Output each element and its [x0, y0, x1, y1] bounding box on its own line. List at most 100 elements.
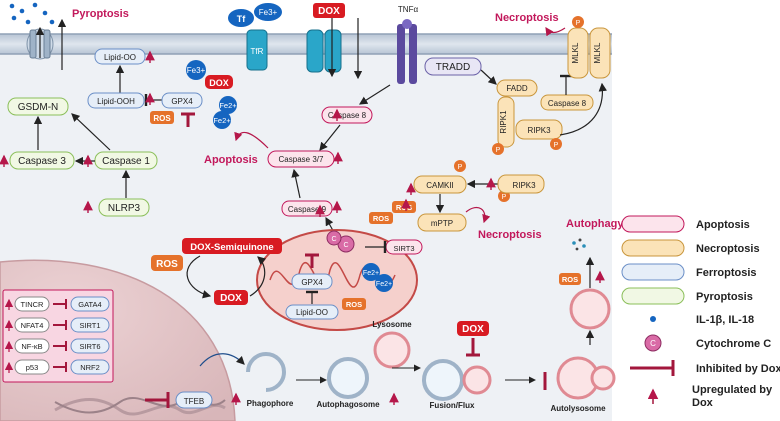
nucleus-regulators-box [2, 289, 114, 383]
apoptosis-title: Apoptosis [204, 154, 258, 166]
legend-pyroptosis: Pyroptosis [696, 291, 753, 303]
gsdm-n-node [7, 97, 69, 116]
caspase1-label: Caspase 1 [102, 156, 150, 167]
ripk1-label: RIPK1 [499, 110, 508, 134]
fusion-lysosome [462, 365, 492, 395]
svg-text:C: C [343, 242, 348, 249]
fe3-tf-node [254, 3, 282, 21]
dox-semiquinone-badge [182, 238, 282, 254]
ripk3-top-node [515, 119, 563, 140]
fusion-label: Fusion/Flux [430, 401, 475, 410]
tradd-node [424, 57, 482, 76]
upregulated-arrows [0, 50, 605, 405]
tf-node [228, 9, 254, 27]
dox-semiquinone-label: DOX-Semiquinone [190, 242, 273, 253]
ros-mptp1-label: ROS [396, 203, 412, 212]
il-dots [9, 2, 55, 25]
ripk3-mid-label: RIPK3 [512, 181, 536, 190]
legend-ferroptosis-swatch [621, 263, 685, 281]
legend-cytc: Cytochrome C [696, 338, 771, 350]
legend-pyroptosis-swatch [621, 287, 685, 305]
dox-badge-top-label: DOX [209, 78, 229, 88]
ros-left-badge [151, 255, 183, 271]
svg-text:Fe2+: Fe2+ [363, 270, 379, 277]
mlkl-b-node [589, 27, 611, 79]
tf-label: Tf [237, 14, 246, 24]
lipid-ooh-label: Lipid-OOH [97, 97, 135, 106]
tfeb-node [175, 391, 213, 409]
caspase8-right-label: Caspase 8 [548, 99, 587, 108]
autophagy-title: Autophagy [566, 218, 624, 230]
legend-necroptosis-swatch [621, 239, 685, 257]
lysosome [373, 331, 411, 369]
regulator-right-node [70, 296, 110, 312]
mlkl-b-label: MLKL [593, 42, 602, 63]
ros-top-badge [150, 111, 174, 124]
autophagosome-label: Autophagosome [316, 400, 380, 409]
legend-ferroptosis: Ferroptosis [696, 267, 757, 279]
ros-mito-bottom-badge [342, 298, 366, 310]
regulator-right-label: GATA4 [78, 300, 101, 309]
svg-text:C: C [650, 339, 656, 348]
pyroptosis-title: Pyroptosis [72, 8, 129, 20]
autophagy-vesicle-top [569, 288, 611, 330]
gpx4-mito-node [291, 273, 333, 290]
caspase9-label: Caspase 9 [288, 205, 327, 214]
fe2-b-label: Fe2+ [213, 116, 231, 125]
autophagy-debris [572, 238, 586, 251]
gsdm-n-label: GSDM-N [18, 102, 59, 113]
autophagosome [327, 357, 369, 399]
dna-strand [54, 398, 226, 416]
caspase8-mid-label: Caspase 8 [328, 111, 367, 120]
fe3-tf-label: Fe3+ [259, 8, 278, 17]
legend-apoptosis: Apoptosis [696, 219, 750, 231]
legend-il-dot [650, 316, 656, 322]
ros-top-label: ROS [153, 114, 171, 123]
regulator-right-node [70, 338, 110, 354]
dox-flux-label: DOX [462, 324, 484, 335]
fe2-a-label: Fe2+ [219, 101, 237, 110]
fe2-b-circle [213, 111, 231, 129]
necroptosis-top-title: Necroptosis [495, 12, 559, 24]
regulator-right-label: NRF2 [80, 363, 100, 372]
dox-top-label: DOX [318, 6, 340, 17]
regulator-left-label: NFAT4 [21, 321, 44, 330]
regulator-right-label: SIRT6 [79, 342, 100, 351]
regulator-right-node [70, 359, 110, 375]
phagophore-label: Phagophore [247, 399, 294, 408]
ros-auto-label: ROS [562, 275, 578, 284]
lipid-oo-top-node [94, 48, 146, 65]
dox-channel-left [306, 29, 324, 73]
fe3-dox-circle [186, 60, 206, 80]
tnfa-label: TNFα [398, 5, 419, 14]
necroptosis-mid-title: Necroptosis [478, 229, 542, 241]
mlkl-a-label: MLKL [571, 42, 580, 63]
regulator-left-label: p53 [26, 363, 39, 372]
ros-mito-bottom-label: ROS [346, 300, 362, 309]
camkii-label: CAMKII [426, 181, 454, 190]
regulator-left-node [14, 296, 50, 312]
gsdm-pore [26, 28, 54, 60]
tfr-label: TfR [251, 47, 264, 56]
svg-text:P: P [576, 20, 581, 27]
svg-text:C: C [331, 236, 336, 243]
svg-text:P: P [458, 164, 463, 171]
gpx4-top-label: GPX4 [171, 97, 193, 106]
dox-badge-top [205, 75, 233, 89]
fadd-node [496, 79, 538, 97]
regulator-left-label: TINCR [21, 300, 44, 309]
legend-inhibited: Inhibited by Dox [696, 363, 780, 375]
caspase3-node [9, 151, 75, 170]
regulator-left-label: NF-κB [21, 342, 42, 351]
ros-mptp2-badge [369, 212, 393, 224]
dox-top-badge [313, 3, 345, 18]
lipid-oo-top-label: Lipid-OO [104, 53, 136, 62]
regulator-row: TINCR GATA4 [4, 296, 110, 312]
legend-necroptosis: Necroptosis [696, 243, 760, 255]
regulator-row: p53 NRF2 [4, 359, 110, 375]
ripk1-node [497, 96, 515, 148]
lipid-oo-mito-node [285, 304, 339, 320]
